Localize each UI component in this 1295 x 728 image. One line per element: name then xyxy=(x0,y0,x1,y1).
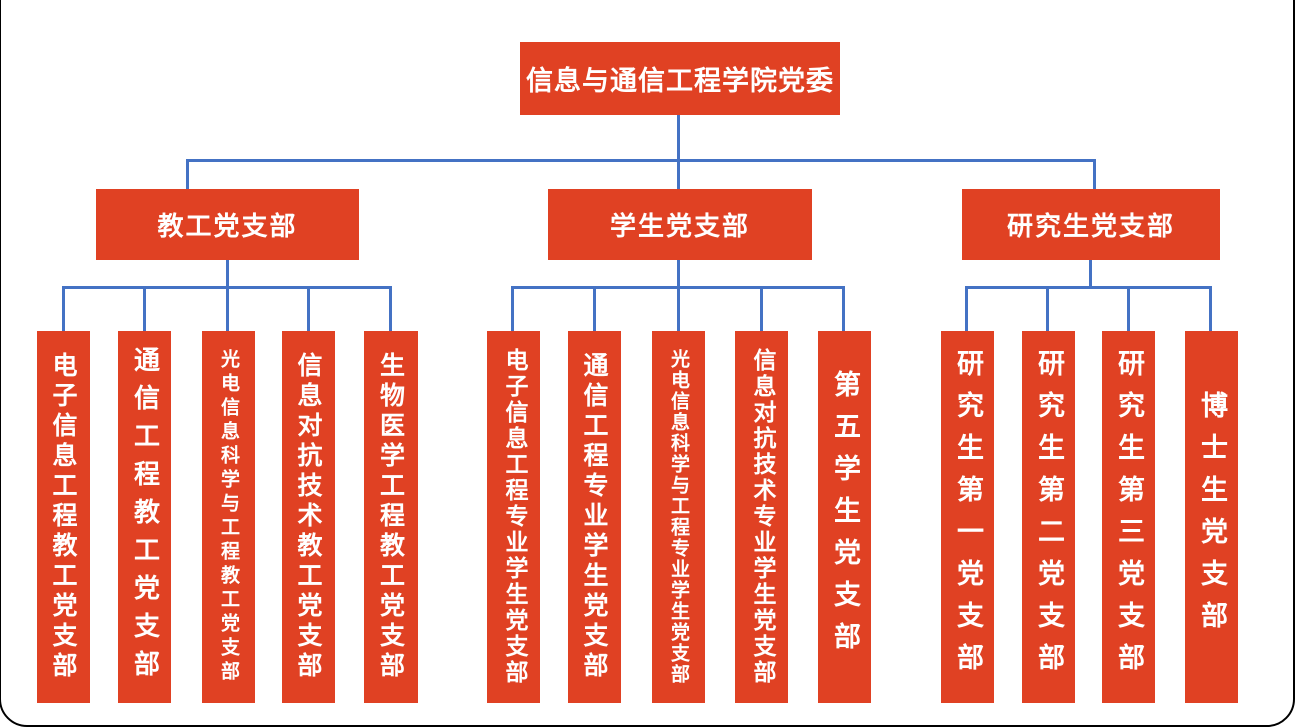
connector-line xyxy=(965,286,1212,289)
node-branch-label: 教工党支部 xyxy=(157,212,298,242)
node-root-label: 信息与通信工程学院党委 xyxy=(526,66,834,97)
node-leaf: 信息对抗技术专业学生党支部 xyxy=(735,331,788,703)
node-leaf-label: 研究生第一党支部 xyxy=(952,349,983,685)
connector-line xyxy=(226,259,229,289)
connector-line xyxy=(226,286,229,332)
connector-line xyxy=(1127,286,1130,332)
node-root: 信息与通信工程学院党委 xyxy=(520,42,840,115)
connector-line xyxy=(1046,286,1049,332)
node-leaf: 博士生党支部 xyxy=(1185,331,1238,703)
node-leaf: 电子信息工程教工党支部 xyxy=(37,331,90,703)
connector-line xyxy=(389,286,392,332)
node-leaf-label: 博士生党支部 xyxy=(1196,391,1227,643)
node-leaf: 研究生第三党支部 xyxy=(1102,331,1155,703)
node-leaf-label: 通信工程专业学生党支部 xyxy=(580,352,609,682)
node-leaf-label: 通信工程教工党支部 xyxy=(129,346,160,688)
connector-line xyxy=(307,286,310,332)
connector-line xyxy=(511,286,514,332)
node-branch-label: 学生党支部 xyxy=(609,212,750,242)
node-leaf-label: 生物医学工程教工党支部 xyxy=(376,352,406,682)
connector-line xyxy=(186,159,1096,162)
node-leaf: 光电信息科学与工程专业学生党支部 xyxy=(652,331,705,703)
node-leaf: 第五学生党支部 xyxy=(818,331,871,703)
connector-line xyxy=(677,286,680,332)
node-leaf-label: 光电信息科学与工程专业学生党支部 xyxy=(668,349,690,685)
connector-line xyxy=(62,286,65,332)
node-leaf-label: 第五学生党支部 xyxy=(829,370,860,664)
node-leaf-label: 电子信息工程教工党支部 xyxy=(49,352,78,682)
connector-line xyxy=(1089,259,1092,289)
node-branch-students: 学生党支部 xyxy=(548,189,812,260)
connector-line xyxy=(186,159,189,190)
node-leaf: 生物医学工程教工党支部 xyxy=(364,331,418,703)
node-leaf: 通信工程专业学生党支部 xyxy=(568,331,621,703)
connector-line xyxy=(1209,286,1212,332)
node-leaf-label: 信息对抗技术教工党支部 xyxy=(294,352,323,682)
node-leaf-label: 光电信息科学与工程教工党支部 xyxy=(218,349,240,685)
connector-line xyxy=(677,259,680,289)
connector-line xyxy=(842,286,845,332)
node-leaf: 电子信息工程专业学生党支部 xyxy=(487,331,540,703)
connector-line xyxy=(965,286,968,332)
node-branch-faculty: 教工党支部 xyxy=(96,189,359,260)
connector-line xyxy=(677,114,680,189)
node-leaf-label: 信息对抗技术专业学生党支部 xyxy=(749,348,775,686)
node-leaf: 研究生第二党支部 xyxy=(1022,331,1075,703)
connector-line xyxy=(1093,159,1096,190)
node-branch-label: 研究生党支部 xyxy=(1006,212,1175,242)
node-leaf-label: 电子信息工程专业学生党支部 xyxy=(501,348,527,686)
node-branch-graduate: 研究生党支部 xyxy=(962,189,1220,260)
node-leaf: 信息对抗技术教工党支部 xyxy=(282,331,335,703)
connector-line xyxy=(143,286,146,332)
node-leaf: 通信工程教工党支部 xyxy=(118,331,171,703)
connector-line xyxy=(760,286,763,332)
node-leaf-label: 研究生第二党支部 xyxy=(1033,349,1064,685)
node-leaf-label: 研究生第三党支部 xyxy=(1113,349,1144,685)
connector-line xyxy=(593,286,596,332)
node-leaf: 研究生第一党支部 xyxy=(941,331,994,703)
node-leaf: 光电信息科学与工程教工党支部 xyxy=(202,331,255,703)
